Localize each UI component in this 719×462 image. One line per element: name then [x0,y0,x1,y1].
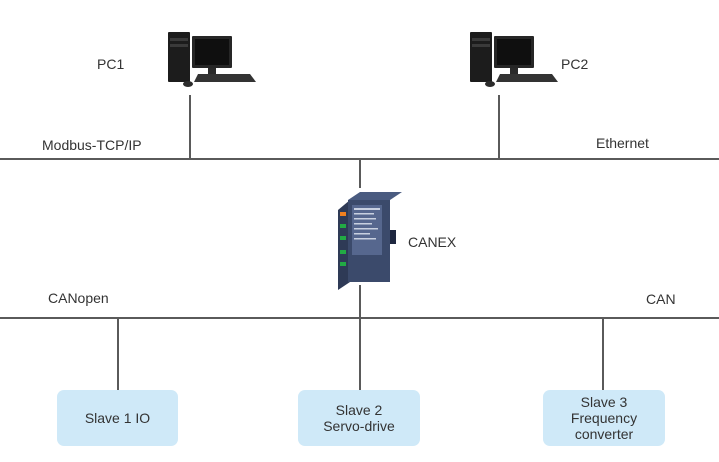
slave-3-line3: converter [574,426,634,442]
slave-1-box: Slave 1 IO [57,390,178,446]
modbus-tcp-label: Modbus-TCP/IP [42,137,142,153]
slave-3-line2: Frequency [570,410,638,426]
can-label: CAN [646,291,676,307]
slave-2-line1: Slave 2 [335,402,383,418]
canex-label: CANEX [408,234,457,250]
slave-1-line1: Slave 1 IO [84,410,151,426]
slave-3-box: Slave 3 Frequency converter [543,390,665,446]
desktop-computer-icon [168,32,256,87]
pc2-label: PC2 [561,56,589,72]
canopen-label: CANopen [48,290,109,306]
slave-3-line1: Slave 3 [580,394,628,410]
pc1-label: PC1 [97,56,125,72]
gateway-device-icon [338,192,402,290]
slave-2-box: Slave 2 Servo-drive [298,390,420,446]
slave-2-line2: Servo-drive [323,418,395,434]
desktop-computer-icon [470,32,558,87]
ethernet-label: Ethernet [596,135,649,151]
